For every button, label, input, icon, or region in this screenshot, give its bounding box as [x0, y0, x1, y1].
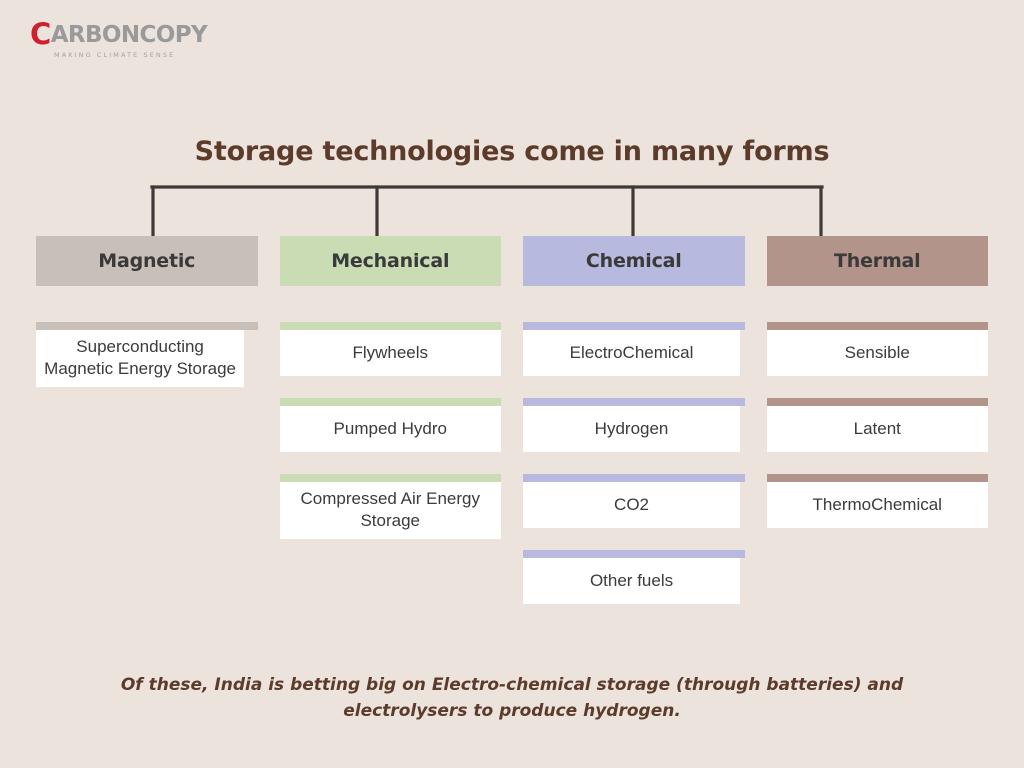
column-mechanical: Mechanical Flywheels Pumped Hydro Compre…	[279, 236, 501, 561]
item-accent-bar	[523, 398, 745, 406]
item-card[interactable]: Compressed Air Energy Storage	[279, 474, 501, 539]
brand-wordmark: CARBONCOPY	[30, 20, 270, 49]
hierarchy-connector	[150, 185, 824, 240]
item-card[interactable]: ElectroChemical	[523, 322, 745, 376]
item-card[interactable]: Hydrogen	[523, 398, 745, 452]
brand-tagline: MAKING CLIMATE SENSE	[54, 51, 176, 59]
item-accent-bar	[766, 322, 988, 330]
item-label: Sensible	[766, 330, 988, 376]
item-card[interactable]: Flywheels	[279, 322, 501, 376]
item-label: CO2	[523, 482, 741, 528]
column-header-thermal[interactable]: Thermal	[766, 236, 988, 286]
page-title: Storage technologies come in many forms	[194, 136, 830, 167]
item-accent-bar	[766, 398, 988, 406]
item-accent-bar	[36, 322, 258, 330]
column-header-chemical[interactable]: Chemical	[523, 236, 745, 286]
item-label: Hydrogen	[523, 406, 741, 452]
column-header-magnetic[interactable]: Magnetic	[36, 236, 258, 286]
item-accent-bar	[523, 322, 745, 330]
column-magnetic: Magnetic Superconducting Magnetic Energy…	[36, 236, 258, 409]
brand-wordmark-rest: ARBONCOPY	[50, 22, 208, 48]
column-items-thermal: Sensible Latent ThermoChemical	[766, 322, 988, 550]
item-label: ThermoChemical	[766, 482, 988, 528]
item-label: Flywheels	[279, 330, 501, 376]
item-card[interactable]: Other fuels	[523, 550, 745, 604]
item-card[interactable]: Pumped Hydro	[279, 398, 501, 452]
item-card[interactable]: Sensible	[766, 322, 988, 376]
item-accent-bar	[279, 474, 501, 482]
column-items-magnetic: Superconducting Magnetic Energy Storage	[36, 322, 258, 409]
brand-logo: CARBONCOPY MAKING CLIMATE SENSE	[30, 20, 270, 60]
item-accent-bar	[279, 398, 501, 406]
column-items-mechanical: Flywheels Pumped Hydro Compressed Air En…	[279, 322, 501, 561]
item-card[interactable]: ThermoChemical	[766, 474, 988, 528]
item-card[interactable]: Latent	[766, 398, 988, 452]
item-accent-bar	[766, 474, 988, 482]
item-accent-bar	[279, 322, 501, 330]
column-chemical: Chemical ElectroChemical Hydrogen CO2 Ot…	[523, 236, 745, 626]
item-accent-bar	[523, 474, 745, 482]
column-thermal: Thermal Sensible Latent ThermoChemical	[766, 236, 988, 550]
item-card[interactable]: Superconducting Magnetic Energy Storage	[36, 322, 258, 387]
column-header-mechanical[interactable]: Mechanical	[279, 236, 501, 286]
item-label: Pumped Hydro	[279, 406, 501, 452]
item-label: Other fuels	[523, 558, 741, 604]
item-label: Superconducting Magnetic Energy Storage	[36, 330, 245, 387]
category-columns: Magnetic Superconducting Magnetic Energy…	[36, 236, 988, 626]
brand-lead-letter: C	[30, 17, 51, 51]
item-label: ElectroChemical	[523, 330, 741, 376]
footnote-caption: Of these, India is betting big on Electr…	[120, 675, 904, 722]
item-accent-bar	[523, 550, 745, 558]
item-label: Compressed Air Energy Storage	[279, 482, 501, 539]
item-card[interactable]: CO2	[523, 474, 745, 528]
column-items-chemical: ElectroChemical Hydrogen CO2 Other fuels	[523, 322, 745, 626]
item-label: Latent	[766, 406, 988, 452]
